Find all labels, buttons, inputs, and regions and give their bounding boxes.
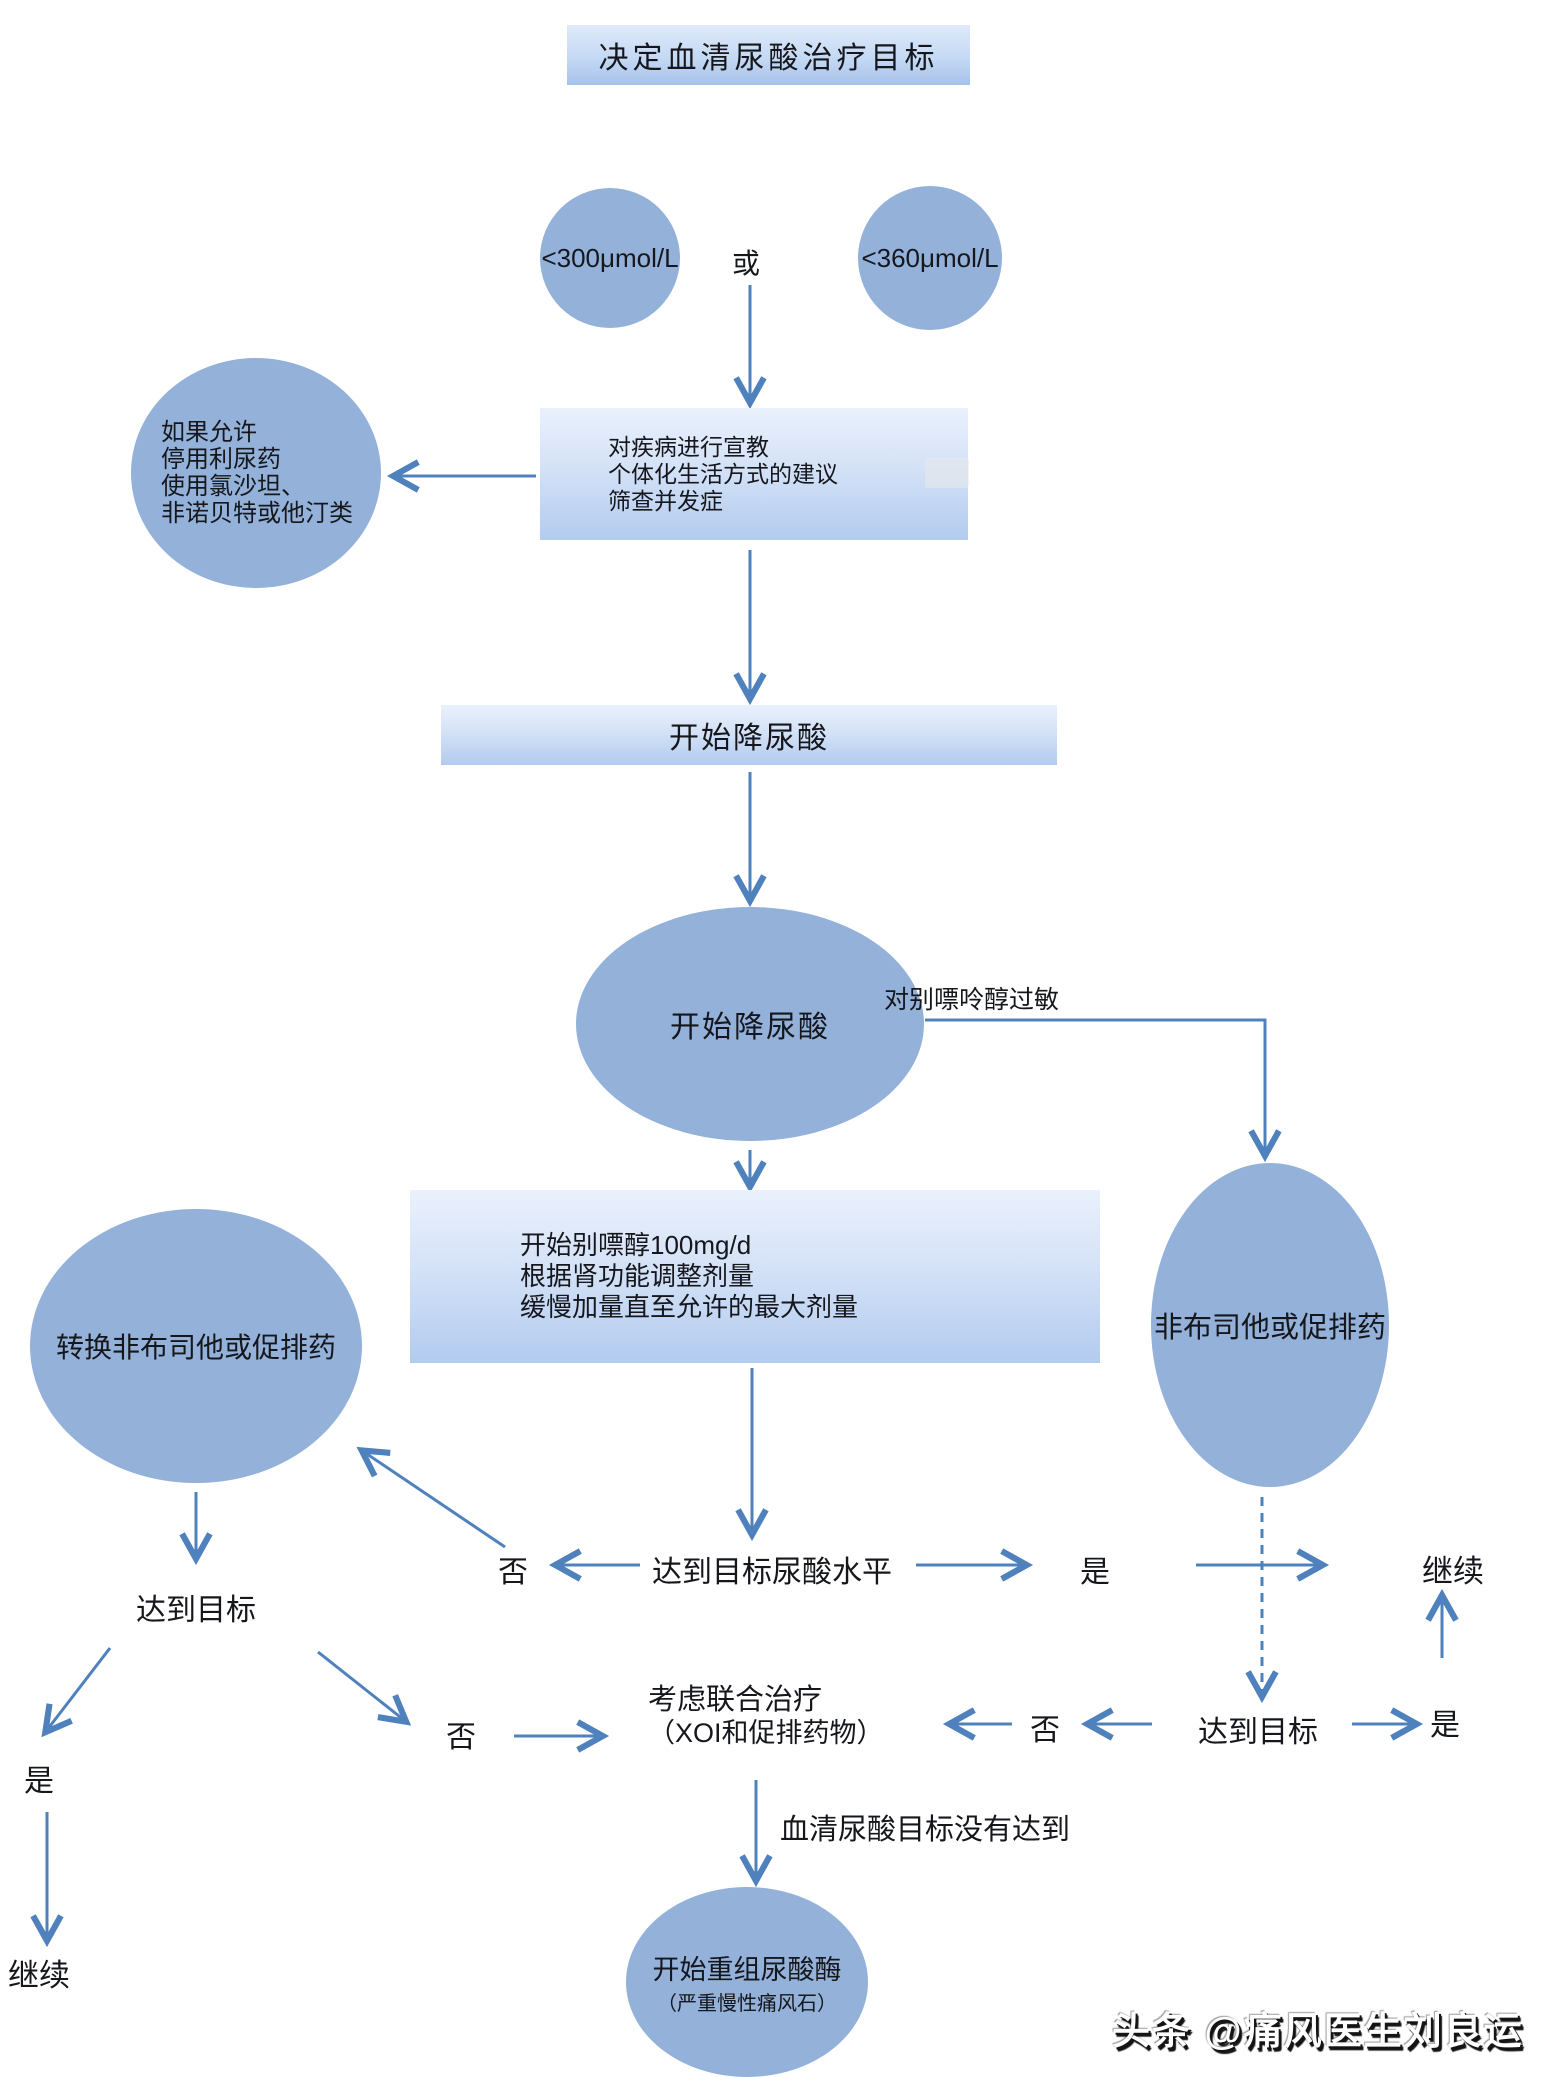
node-education-box: 对疾病进行宣教 个体化生活方式的建议 筛查并发症 xyxy=(540,408,968,540)
node-start-ult-box: 开始降尿酸 xyxy=(441,705,1057,765)
no1-label: 否 xyxy=(498,1556,528,1589)
start-ult-ellipse-label: 开始降尿酸 xyxy=(670,1011,830,1044)
node-switch-febuxostat-ellipse: 转换非布司他或促排药 xyxy=(30,1209,362,1483)
yes3-label: 是 xyxy=(24,1765,54,1798)
if-allowed-line2: 停用利尿药 xyxy=(161,446,281,473)
node-start-ult-ellipse: 开始降尿酸 xyxy=(576,907,924,1141)
arrow-target-left-to-yes3 xyxy=(41,1647,112,1738)
faint-watermark-square xyxy=(925,458,969,488)
education-line1: 对疾病进行宣教 xyxy=(608,433,769,460)
combo-line2: （XOI和促排药物） xyxy=(648,1718,884,1748)
target-left-label: 达到目标 xyxy=(136,1594,256,1627)
allergy-label: 对别嘌呤醇过敏 xyxy=(884,986,1060,1014)
not-reached-label: 血清尿酸目标没有达到 xyxy=(780,1814,1071,1846)
uricase-line1: 开始重组尿酸酶 xyxy=(652,1955,842,1985)
node-combo-therapy: 考虑联合治疗 （XOI和促排药物） xyxy=(648,1684,884,1750)
uricase-line2: （严重慢性痛风石） xyxy=(657,1993,837,2015)
continue-right-label: 继续 xyxy=(1422,1554,1484,1589)
node-uricase-ellipse: 开始重组尿酸酶 （严重慢性痛风石） xyxy=(626,1887,868,2077)
or-label: 或 xyxy=(732,248,761,279)
switch-febuxostat-label: 转换非布司他或促排药 xyxy=(55,1332,336,1363)
target-right-label: 达到目标 xyxy=(1198,1716,1318,1749)
yes2-label: 是 xyxy=(1430,1709,1460,1742)
node-febuxostat-ellipse: 非布司他或促排药 xyxy=(1151,1163,1389,1487)
node-if-allowed-ellipse: 如果允许 停用利尿药 使用氯沙坦、 非诺贝特或他汀类 xyxy=(131,358,381,588)
if-allowed-line4: 非诺贝特或他汀类 xyxy=(161,500,353,527)
watermark-text: 头条 @痛风医生刘良运 xyxy=(1112,2011,1524,2053)
education-line2: 个体化生活方式的建议 xyxy=(608,460,838,487)
target-300-label: <300μmol/L xyxy=(541,242,679,273)
target-question-label: 达到目标尿酸水平 xyxy=(652,1556,892,1589)
title-box: 决定血清尿酸治疗目标 xyxy=(567,25,970,85)
allopurinol-line2: 根据肾功能调整剂量 xyxy=(520,1261,755,1291)
start-ult-box-label: 开始降尿酸 xyxy=(669,722,829,755)
target-360-label: <360μmol/L xyxy=(861,242,999,273)
allopurinol-line1: 开始别嘌醇100mg/d xyxy=(520,1230,752,1260)
continue-left-label: 继续 xyxy=(8,1958,70,1993)
node-target-360: <360μmol/L xyxy=(858,186,1002,330)
no2-label: 否 xyxy=(446,1721,476,1754)
if-allowed-line3: 使用氯沙坦、 xyxy=(161,473,305,500)
arrow-target-left-to-no2 xyxy=(317,1650,412,1726)
no3-label: 否 xyxy=(1030,1714,1060,1747)
arrow-allergy-to-febuxostat xyxy=(925,1018,1282,1163)
yes1-label: 是 xyxy=(1080,1556,1110,1589)
febuxostat-label: 非布司他或促排药 xyxy=(1153,1312,1386,1344)
allopurinol-line3: 缓慢加量直至允许的最大剂量 xyxy=(520,1292,859,1322)
education-line3: 筛查并发症 xyxy=(608,487,723,514)
if-allowed-line1: 如果允许 xyxy=(161,419,257,446)
combo-line1: 考虑联合治疗 xyxy=(648,1684,823,1716)
node-allopurinol-box: 开始别嘌醇100mg/d 根据肾功能调整剂量 缓慢加量直至允许的最大剂量 xyxy=(410,1190,1100,1363)
node-target-300: <300μmol/L xyxy=(540,188,680,328)
arrow-no1-to-switch-ellipse xyxy=(356,1446,506,1549)
page-title: 决定血清尿酸治疗目标 xyxy=(598,42,939,75)
